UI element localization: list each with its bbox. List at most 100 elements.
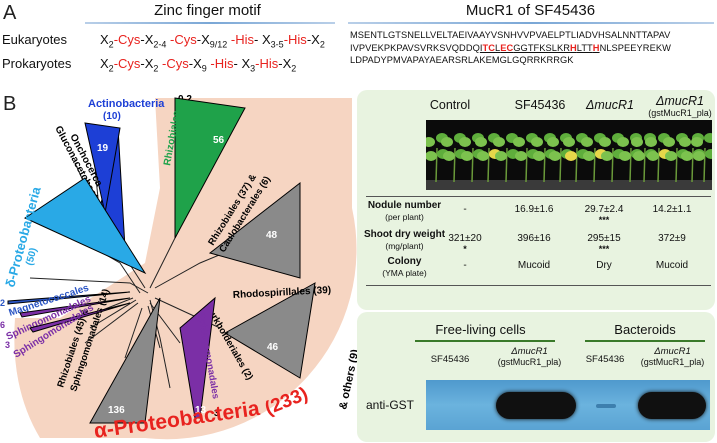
rhodospirillales-clade: [224, 282, 316, 379]
motif-part: 2: [291, 63, 297, 74]
eukaryotes-label: Eukaryotes: [2, 32, 68, 47]
leaf: [475, 137, 487, 147]
leaf: [441, 137, 453, 147]
table-cell: 29.7±2.4: [584, 204, 624, 215]
sphingo6-n: 6: [0, 320, 5, 330]
lane-label: SF45436: [430, 354, 470, 365]
motif-part: His: [235, 32, 255, 47]
leaf: [681, 151, 693, 161]
delta-label: δ-Proteobacteria: [2, 184, 43, 288]
sphingomonadales3-clade: [29, 302, 131, 333]
leaf: [663, 137, 675, 147]
rhodospirillales-count: 46: [267, 342, 279, 353]
lane-sub-label: (gstMucR1_pla): [640, 357, 705, 367]
motif-part: -: [227, 32, 236, 47]
motif-part: -X: [196, 32, 210, 47]
blot-faint-band: [596, 404, 616, 408]
leaf: [426, 151, 437, 161]
divider: [366, 285, 711, 286]
significance-marker: ***: [598, 244, 610, 254]
western-blot: [426, 380, 710, 430]
actinobacteria-label: Actinobacteria: [88, 98, 165, 110]
delta-count: 51: [55, 237, 67, 248]
motif-part: His: [259, 56, 279, 71]
eukaryote-motif: X2-Cys-X2-4 -Cys-X9/12 -His- X3-5-His-X2: [100, 32, 325, 50]
blot-band: [496, 392, 576, 419]
divider: [366, 196, 711, 197]
plant: [513, 133, 539, 183]
divider: [85, 22, 335, 24]
leaf: [495, 151, 507, 161]
motif-part: - X: [254, 32, 271, 47]
lane-label: ΔmucR1: [511, 346, 548, 357]
table-cell: Mucoid: [655, 260, 689, 271]
magneto-n: 2: [0, 298, 5, 308]
column-subheader: (gstMucR1_pla): [648, 108, 712, 118]
leaf: [705, 149, 712, 159]
divider: [348, 22, 714, 24]
others-label: & others (9): [337, 348, 358, 411]
leaf: [704, 133, 712, 143]
leaf: [693, 151, 705, 161]
zinc-finger-title: Zinc finger motif: [154, 2, 261, 19]
delta-proteobacteria-clade: [23, 177, 147, 275]
table-cell: 16.9±1.6: [514, 204, 554, 215]
rhizo-caulo-clade: [208, 181, 301, 279]
leaf: [665, 151, 677, 161]
prokaryote-motif: X2-Cys-X2 -Cys-X9 -His- X3-His-X2: [100, 56, 296, 74]
leaf: [461, 151, 473, 161]
sphingomonadales-clade: [179, 296, 216, 419]
blot-band: [638, 392, 706, 419]
motif-part: -: [255, 56, 260, 71]
column-header: ΔmucR1: [586, 98, 634, 112]
rhizo-sphingo-clade: [89, 297, 161, 424]
actinobacteria-n: (10): [103, 111, 121, 122]
motif-part: Cys: [118, 32, 141, 47]
motif-part: -X: [140, 32, 154, 47]
motif-part: -X: [140, 56, 154, 71]
table-cell: 372±9: [658, 233, 686, 244]
phylogenetic-tree: 0.2 19 Actinobacteria (10) Onchocerca Gl…: [0, 94, 358, 443]
leaf: [531, 137, 543, 147]
motif-part: -: [283, 32, 289, 47]
leaf: [459, 137, 471, 147]
leaf: [619, 151, 631, 161]
blot-label: anti-GST: [366, 398, 415, 412]
motif-part: 9: [201, 63, 207, 74]
significance-marker: *: [463, 244, 467, 254]
motif-part: 2: [319, 39, 325, 50]
actinobacteria-clade: [84, 122, 121, 214]
leaf: [549, 151, 561, 161]
delta-n: (50): [24, 247, 39, 267]
free-living-label: Free-living cells: [435, 322, 526, 337]
bacteroids-label: Bacteroids: [614, 322, 676, 337]
sphingo-small-3: 3: [214, 408, 219, 418]
leaf: [533, 151, 545, 161]
row-label: Shoot dry weight: [363, 229, 446, 240]
motif-part: - X: [233, 56, 251, 71]
row-sublabel: (YMA plate): [382, 268, 427, 278]
row-label: Nodule number: [367, 200, 442, 211]
motif-part: -: [113, 56, 119, 71]
leaf: [565, 151, 577, 161]
prokaryotes-label: Prokaryotes: [2, 56, 72, 71]
mucr1-title: MucR1 of SF45436: [465, 2, 596, 19]
leaf: [493, 137, 505, 147]
plant-group: [426, 133, 712, 183]
table-cell: 321±20: [448, 233, 482, 244]
motif-part: Cys: [166, 56, 189, 71]
sphingomonadales6-clade: [19, 297, 131, 318]
divider: [415, 340, 555, 342]
lane-label: ΔmucR1: [654, 346, 691, 357]
leaf: [426, 137, 435, 147]
table-cell: Mucoid: [517, 260, 551, 271]
motif-part: 2-4: [153, 39, 167, 50]
motif-part: -X: [278, 56, 292, 71]
row-sublabel: (mg/plant): [385, 241, 424, 251]
motif-part: Cys: [118, 56, 141, 71]
actinobacteria-count: 19: [97, 143, 109, 154]
motif-part: -: [113, 32, 119, 47]
panel-label-a: A: [3, 2, 17, 24]
leaf: [631, 137, 643, 147]
